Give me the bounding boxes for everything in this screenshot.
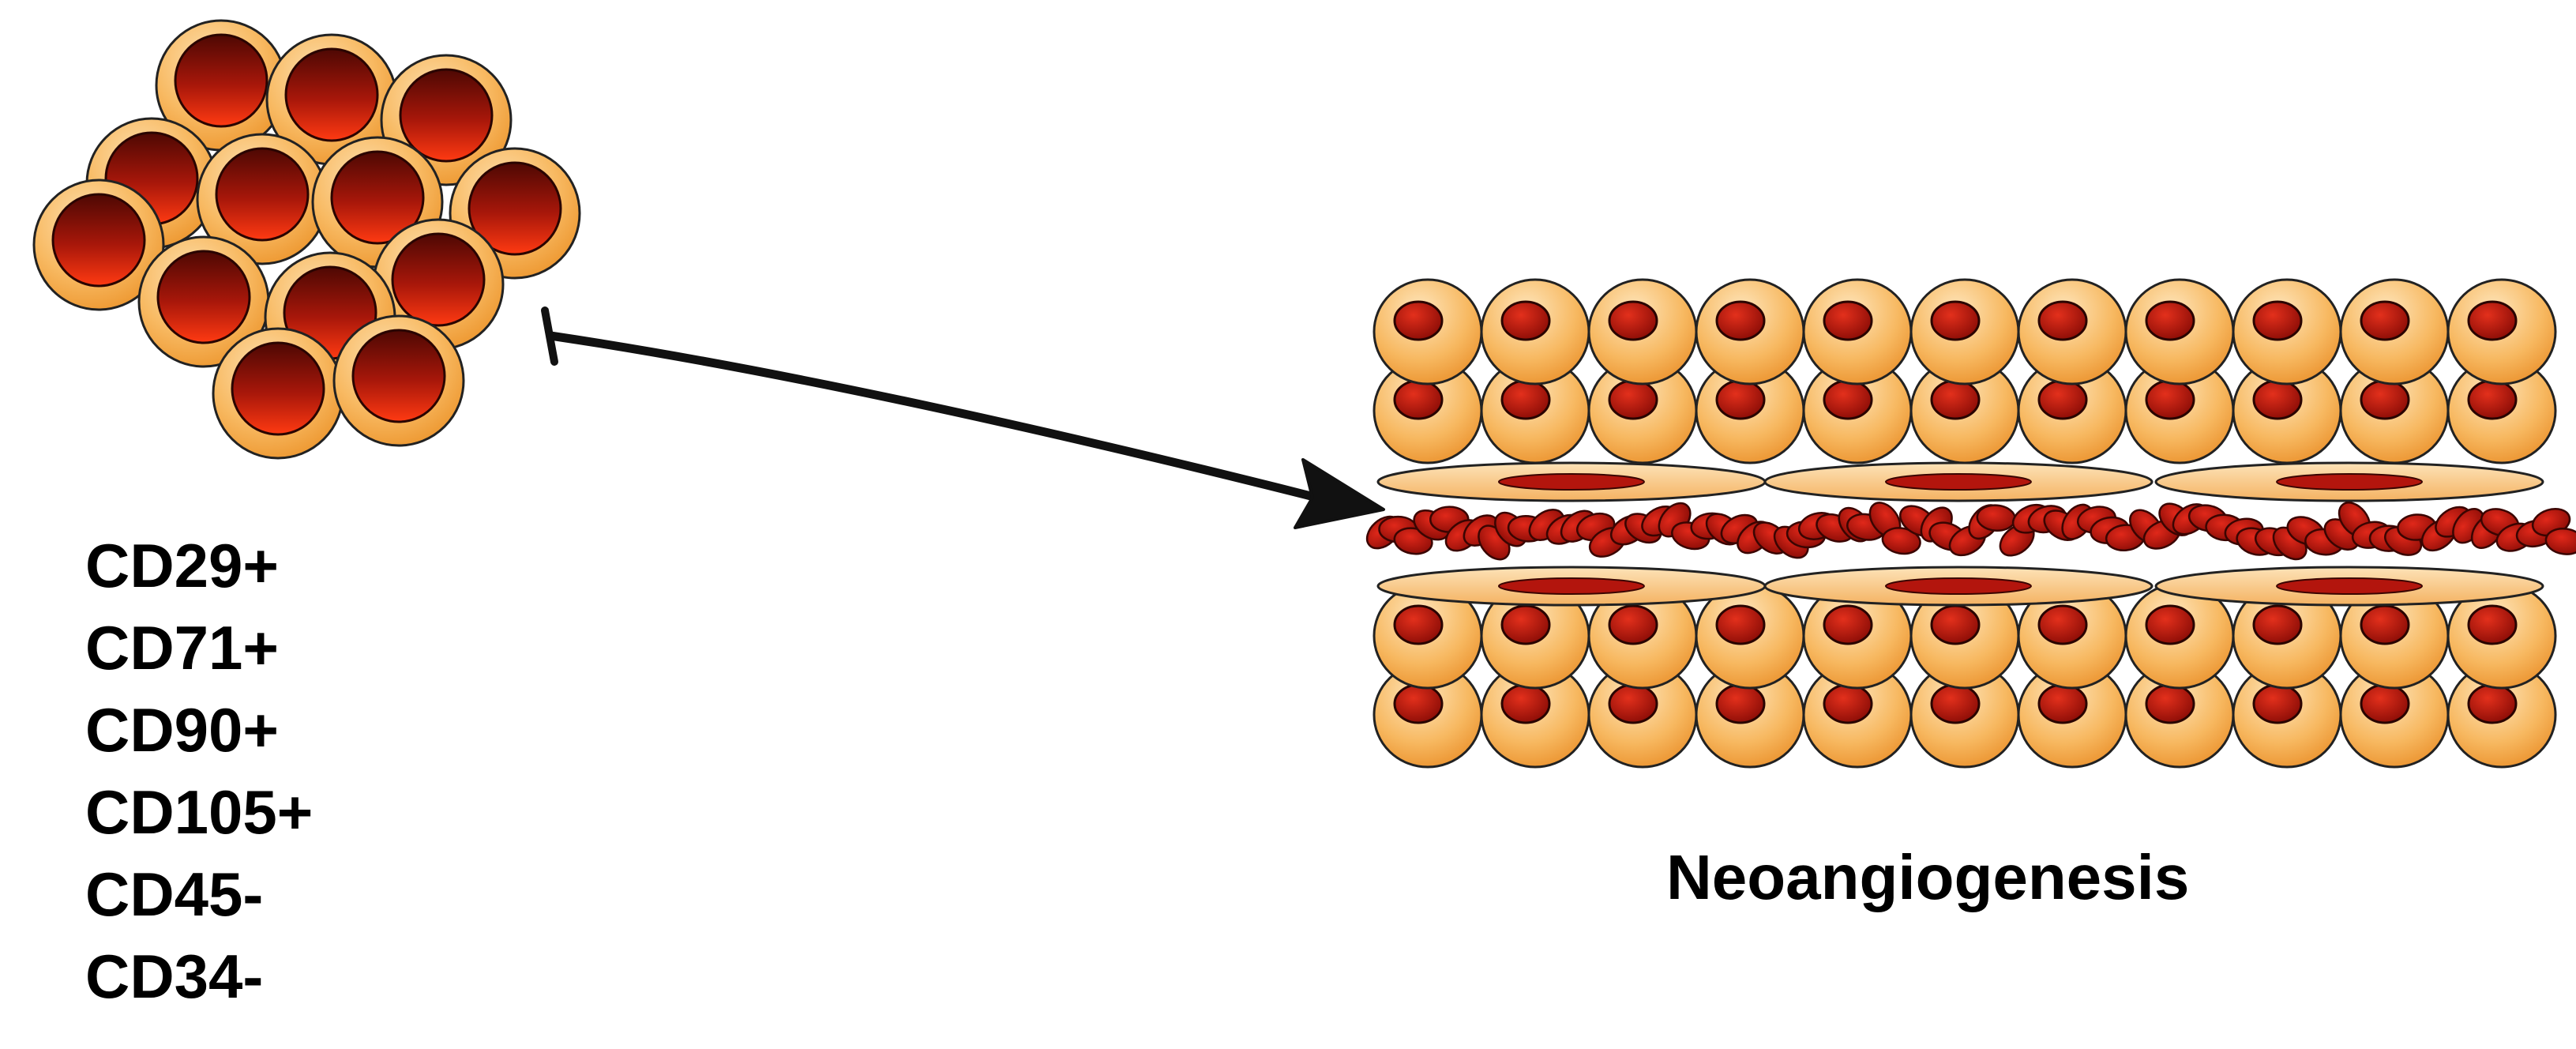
marker-label: CD45- xyxy=(85,859,264,929)
red-blood-cell xyxy=(2544,527,2576,555)
endothelial-cell xyxy=(2154,566,2544,607)
blood-vessel-icon xyxy=(1365,278,2576,769)
tissue-cell xyxy=(2446,278,2557,385)
tissue-cell xyxy=(2124,661,2235,769)
stem-cell xyxy=(265,33,398,166)
tissue-cell xyxy=(1695,582,1805,690)
endothelial-cell xyxy=(1376,566,1767,607)
endothelial-cell xyxy=(1763,461,2154,502)
tissue-cell xyxy=(1802,357,1913,464)
tissue-cell xyxy=(1695,278,1805,385)
tissue-cell xyxy=(2017,582,2127,690)
tissue-cell xyxy=(1480,582,1590,690)
endothelial-cell xyxy=(1763,566,2154,607)
tissue-cell xyxy=(2124,357,2235,464)
tissue-cell xyxy=(1587,278,1698,385)
tissue-cell xyxy=(1909,357,2020,464)
tissue-cell xyxy=(1480,278,1590,385)
red-blood-cell xyxy=(1881,527,1921,555)
tissue-cell xyxy=(2232,661,2342,769)
tissue-cell xyxy=(1372,357,1483,464)
endothelial-cell xyxy=(2154,461,2544,502)
tissue-cell xyxy=(1909,278,2020,385)
tissue-cell xyxy=(2124,278,2235,385)
tissue-cell xyxy=(2017,357,2127,464)
stem-cell xyxy=(32,179,165,311)
marker-label: CD90+ xyxy=(85,695,279,765)
stem-cell xyxy=(332,314,465,447)
arrow-icon xyxy=(541,306,1385,529)
tissue-cell xyxy=(2339,278,2450,385)
surface-marker-list: CD29+ CD71+ CD90+ CD105+ CD45- CD34- xyxy=(85,524,313,1017)
tissue-cell xyxy=(2446,661,2557,769)
tissue-cell xyxy=(1909,661,2020,769)
stem-cell xyxy=(137,235,270,368)
red-blood-cells xyxy=(1365,502,2576,561)
tissue-cell xyxy=(1909,582,2020,690)
stem-cell xyxy=(212,327,344,460)
tissue-cell xyxy=(1372,278,1483,385)
neoangiogenesis-label: Neoangiogenesis xyxy=(1666,842,2190,912)
marker-label: CD34- xyxy=(85,942,264,1011)
stem-cell xyxy=(155,19,287,152)
marker-label: CD71+ xyxy=(85,613,279,682)
tissue-cell xyxy=(1802,278,1913,385)
stem-cell xyxy=(196,133,329,265)
stem-cell-cluster-icon xyxy=(32,19,581,460)
tissue-cell xyxy=(2446,582,2557,690)
tissue-cell xyxy=(2232,278,2342,385)
marker-label: CD105+ xyxy=(85,777,314,847)
tissue-cell xyxy=(1480,357,1590,464)
endothelial-cell xyxy=(1376,461,1767,502)
marker-label: CD29+ xyxy=(85,531,279,600)
tissue-cell xyxy=(2232,582,2342,690)
tissue-cell xyxy=(2017,278,2127,385)
tissue-cell xyxy=(1587,582,1698,690)
tissue-cell xyxy=(2339,582,2450,690)
